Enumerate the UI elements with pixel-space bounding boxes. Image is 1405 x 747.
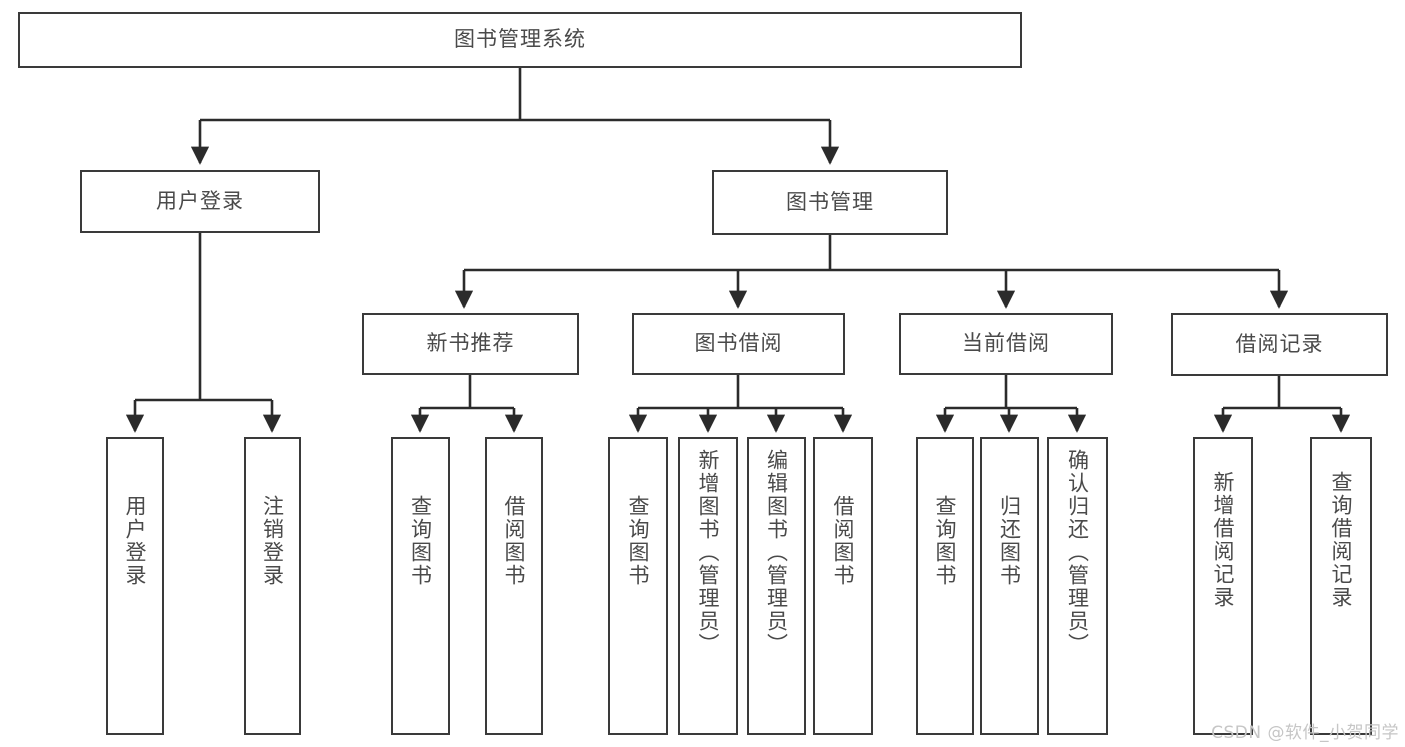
leaf-book-borrow-1[interactable]: 查询图书: [608, 437, 668, 735]
node-current-borrow[interactable]: 当前借阅: [899, 313, 1113, 375]
leaf-label: 查询图书: [408, 495, 433, 587]
node-new-book[interactable]: 新书推荐: [362, 313, 579, 375]
node-book-manage-label: 图书管理: [786, 189, 874, 214]
leaf-label: 注销登录: [260, 495, 285, 587]
leaf-label: 借阅图书: [831, 495, 856, 587]
node-book-borrow[interactable]: 图书借阅: [632, 313, 845, 375]
leaf-label: 新增图书（管理员）: [696, 449, 721, 656]
leaf-current-borrow-3[interactable]: 确认归还（管理员）: [1047, 437, 1108, 735]
watermark: CSDN @软件_小贺同学: [1211, 723, 1399, 743]
node-borrow-record[interactable]: 借阅记录: [1171, 313, 1388, 376]
leaf-new-book-2[interactable]: 借阅图书: [485, 437, 543, 735]
leaf-label: 查询图书: [626, 495, 651, 587]
node-book-borrow-label: 图书借阅: [694, 331, 783, 356]
leaf-label: 确认归还（管理员）: [1065, 449, 1090, 656]
leaf-label: 归还图书: [997, 495, 1022, 587]
node-root-label: 图书管理系统: [454, 27, 586, 52]
node-root[interactable]: 图书管理系统: [18, 12, 1022, 68]
node-new-book-label: 新书推荐: [426, 331, 515, 356]
node-borrow-record-label: 借阅记录: [1235, 331, 1324, 356]
leaf-user-login-2[interactable]: 注销登录: [244, 437, 301, 735]
leaf-borrow-record-2[interactable]: 查询借阅记录: [1310, 437, 1372, 735]
leaf-label: 编辑图书（管理员）: [764, 449, 789, 656]
node-user-login[interactable]: 用户登录: [80, 170, 320, 233]
leaf-book-borrow-3[interactable]: 编辑图书（管理员）: [747, 437, 806, 735]
leaf-book-borrow-2[interactable]: 新增图书（管理员）: [678, 437, 738, 735]
leaf-new-book-1[interactable]: 查询图书: [391, 437, 450, 735]
leaf-label: 查询图书: [933, 495, 958, 587]
leaf-label: 用户登录: [123, 495, 148, 587]
leaf-current-borrow-2[interactable]: 归还图书: [980, 437, 1039, 735]
leaf-label: 新增借阅记录: [1211, 471, 1236, 609]
node-user-login-label: 用户登录: [156, 188, 244, 213]
leaf-current-borrow-1[interactable]: 查询图书: [916, 437, 974, 735]
node-current-borrow-label: 当前借阅: [962, 331, 1050, 356]
leaf-label: 借阅图书: [502, 495, 527, 587]
leaf-user-login-1[interactable]: 用户登录: [106, 437, 164, 735]
leaf-label: 查询借阅记录: [1329, 471, 1354, 609]
leaf-borrow-record-1[interactable]: 新增借阅记录: [1193, 437, 1253, 735]
node-book-manage[interactable]: 图书管理: [712, 170, 948, 235]
leaf-book-borrow-4[interactable]: 借阅图书: [813, 437, 873, 735]
